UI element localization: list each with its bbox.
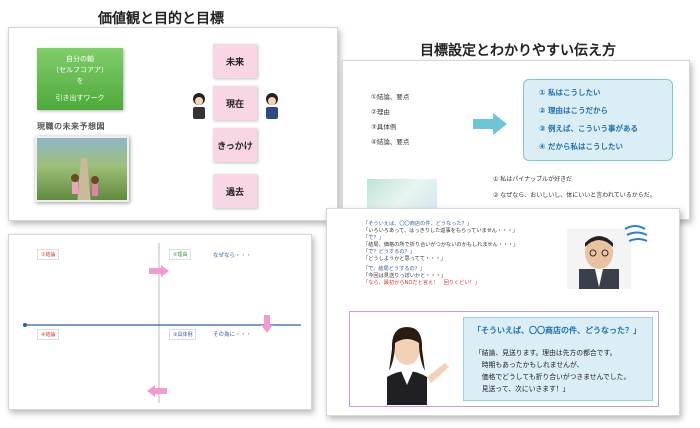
answer-line: 「結論、見送ります。理由は先方の都合です。 bbox=[475, 349, 617, 357]
dialog-line: 「結局、価格の所で折り合いがつかないのかもしれません・・・」 bbox=[363, 242, 519, 248]
list-item: ②理由 bbox=[371, 108, 390, 116]
card-past: 過去 bbox=[213, 174, 257, 208]
label-conclusion-4: ④結論 bbox=[37, 329, 60, 340]
slide-prep-method: ①結論、要点 ②理由 ③具体例 ④結論、要点 ① 私はこうしたい ② 理由はこう… bbox=[342, 60, 690, 220]
card-future: 未来 bbox=[213, 44, 257, 78]
arrow-right-icon bbox=[473, 113, 507, 135]
answer-title: 「そういえば、〇〇商店の件、どうなった？」 bbox=[473, 326, 641, 335]
slide-values: 自分の軸 （セルフコアア） を 引き出すワーク 現職の未来予想図 未来 現在 き… bbox=[8, 27, 338, 221]
dialog-line: 「で、結局どうするの？」 bbox=[363, 266, 426, 272]
dialog-line: 「いろいろあって、はっきりした返事をもらっていません・・・」 bbox=[363, 228, 518, 234]
list-item: ③具体例 bbox=[371, 123, 397, 131]
slide-dialog-example: 「そういえば、〇〇商店の件、どうなった？」 「いろいろあって、はっきりした返事を… bbox=[326, 208, 680, 416]
green-box-line: （セルフコアア） bbox=[52, 66, 108, 74]
title-goal-setting: 目標設定とわかりやすい伝え方 bbox=[420, 43, 616, 59]
dialog-line: 「で？」 bbox=[363, 235, 384, 241]
person-left-icon bbox=[193, 93, 205, 119]
card-trigger: きっかけ bbox=[213, 128, 257, 162]
dialog-line: 「そういえば、〇〇商店の件、どうなった？」 bbox=[363, 221, 472, 227]
label-example: ③具体例 bbox=[169, 329, 197, 340]
sweat-marks-icon bbox=[624, 225, 648, 242]
dialog-line: 「どうしようかと思ってて・・・」 bbox=[363, 256, 446, 262]
prep-line: ① 私はこうしたい bbox=[539, 88, 601, 97]
businesswoman-photo bbox=[387, 327, 449, 405]
dialog-block: 「そういえば、〇〇商店の件、どうなった？」 「いろいろあって、はっきりした返事を… bbox=[363, 221, 518, 287]
answer-line: 価格でどうしても折り合いがつきませんでした。 bbox=[475, 373, 631, 381]
prep-summary-box bbox=[523, 79, 673, 161]
note-because: なぜなら・・・ bbox=[213, 253, 252, 259]
dialog-line: 「なら、最初からNOだと言え！ 回りくどい！」 bbox=[363, 280, 480, 286]
card-present: 現在 bbox=[213, 86, 257, 120]
answer-line: 時期もあったかもしれませんが、 bbox=[475, 361, 584, 369]
answer-box bbox=[463, 317, 653, 401]
title-values-goals: 価値観と目的と目標 bbox=[98, 11, 224, 27]
businessman-photo bbox=[567, 229, 631, 289]
note-therefore: その為に・・・ bbox=[213, 332, 252, 338]
prep-line: ② 理由はこうだから bbox=[539, 106, 608, 115]
dialog-line: 「今回は見送りっぽいかと・・・」 bbox=[363, 273, 447, 279]
green-box-line: 自分の軸 bbox=[66, 55, 94, 63]
green-box-line: 引き出すワーク bbox=[55, 94, 105, 102]
photo-girls-path bbox=[35, 136, 129, 202]
green-box-line: を bbox=[76, 77, 84, 85]
slide-axis-chart: ①結論 ②理由 なぜなら・・・ ③具体例 その為に・・・ ④結論 bbox=[8, 234, 312, 410]
prep-line: ④ だから私はこうしたい bbox=[539, 142, 623, 151]
future-map-title: 現職の未来予想図 bbox=[37, 122, 105, 131]
pink-arrow-right-icon bbox=[149, 265, 169, 277]
prep-line: ③ 例えば、こういう事がある bbox=[539, 124, 638, 133]
answer-line: 見送って、次にいきます！」 bbox=[475, 385, 570, 393]
label-conclusion-1: ①結論 bbox=[37, 249, 60, 260]
pink-arrow-down-icon bbox=[261, 315, 273, 333]
person-right-icon bbox=[266, 93, 278, 119]
label-reason: ②理由 bbox=[169, 249, 192, 260]
dialog-line: 「で？どうするの？」 bbox=[363, 249, 415, 255]
self-core-box: 自分の軸 （セルフコアア） を 引き出すワーク bbox=[37, 48, 123, 110]
example-line: ② なぜなら、おいしいし、体にいいと言われているからだ。 bbox=[493, 192, 656, 199]
list-item: ①結論、要点 bbox=[371, 93, 410, 101]
pink-arrow-left-icon bbox=[147, 385, 167, 397]
list-item: ④結論、要点 bbox=[371, 138, 410, 146]
example-line: ① 私はパイナップルが好きだ bbox=[493, 176, 573, 183]
